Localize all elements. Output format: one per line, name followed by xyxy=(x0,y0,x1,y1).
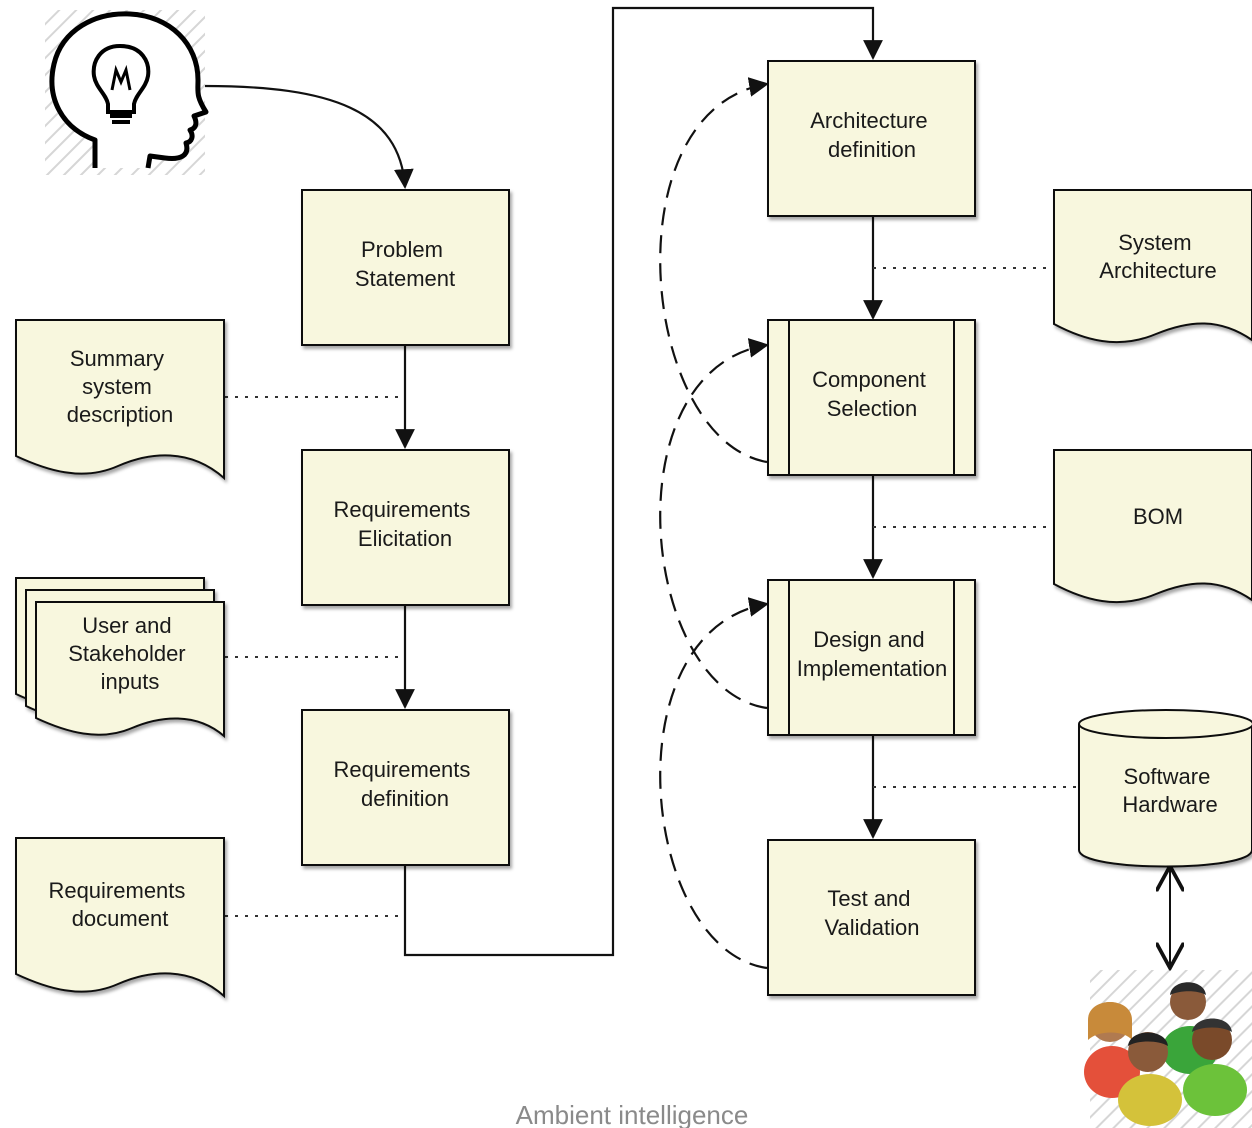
box-text-line: Requirements xyxy=(333,497,470,522)
document-bom xyxy=(1053,449,1252,604)
box-text-line: Implementation xyxy=(797,656,947,681)
doc-text-line: User and xyxy=(82,613,171,638)
box-text-line: Statement xyxy=(355,266,455,291)
box-text-line: Architecture xyxy=(810,108,927,133)
box-text-line: Requirements xyxy=(333,757,470,782)
doc-text-line: Architecture xyxy=(1099,258,1216,283)
svg-text:Summary system descrip: Summary system description xyxy=(67,346,173,427)
document-stack-user-stakeholder-inputs xyxy=(15,577,225,739)
svg-text:Software Hardware: Software Hardware xyxy=(1122,764,1217,817)
svg-text:System Architecture: System Architecture xyxy=(1099,230,1216,283)
svg-text:Component Selection: Component Selection xyxy=(812,367,932,421)
db-text-line: Software xyxy=(1124,764,1211,789)
document-summary-system-description xyxy=(15,319,225,481)
document-requirements-document xyxy=(15,837,225,999)
doc-text-line: System xyxy=(1118,230,1191,255)
process-box-architecture-definition xyxy=(767,60,976,217)
box-text-line: Selection xyxy=(827,396,918,421)
svg-text:Problem Statement: Problem Statement xyxy=(355,237,455,291)
doc-text-line: system xyxy=(82,374,152,399)
diagram-caption: Ambient intelligence xyxy=(516,1100,749,1128)
document-system-architecture xyxy=(1053,189,1252,344)
box-text-line: Problem xyxy=(361,237,443,262)
doc-text-line: description xyxy=(67,402,173,427)
connector-idea-to-problem xyxy=(204,84,414,189)
doc-text-line: Summary xyxy=(70,346,164,371)
doc-text-line: Requirements xyxy=(48,878,185,903)
svg-text:Requirements document: Requirements document xyxy=(48,878,191,931)
doc-text-line: Stakeholder xyxy=(68,641,185,666)
box-text-line: Test and xyxy=(827,886,910,911)
svg-text:Test and Validation: Test and Validation xyxy=(825,886,920,940)
doc-text-line: inputs xyxy=(101,669,160,694)
svg-text:User and Stakeholder i: User and Stakeholder inputs xyxy=(68,613,192,694)
process-box-component-selection xyxy=(767,319,976,476)
database-software-hardware xyxy=(1078,709,1252,868)
process-box-requirements-definition xyxy=(301,709,510,866)
feedback-component-to-architecture xyxy=(659,77,769,464)
svg-text:Architecture definition: Architecture definition xyxy=(810,108,934,162)
svg-text:Requirements Elicitation: Requirements Elicitation xyxy=(333,497,476,551)
box-text-line: Design and xyxy=(813,627,924,652)
feedback-test-to-design xyxy=(659,597,769,970)
process-box-problem-statement xyxy=(301,189,510,346)
box-text-line: Validation xyxy=(825,915,920,940)
box-text-line: Component xyxy=(812,367,926,392)
process-box-design-implementation xyxy=(767,579,976,736)
feedback-design-to-component xyxy=(659,338,769,710)
box-text-line: definition xyxy=(828,137,916,162)
box-text-line: Elicitation xyxy=(358,526,452,551)
svg-text:Design and Implementation: Design and Implementation xyxy=(797,627,947,681)
db-text-line: Hardware xyxy=(1122,792,1217,817)
feedback-loops xyxy=(659,77,769,970)
doc-text-line: BOM xyxy=(1133,504,1183,529)
process-box-requirements-elicitation xyxy=(301,449,510,606)
association-lines xyxy=(225,267,1078,917)
box-text-line: definition xyxy=(361,786,449,811)
doc-text-line: document xyxy=(72,906,169,931)
process-box-test-validation xyxy=(767,839,976,996)
user-group-icon xyxy=(1084,970,1252,1128)
head-with-lightbulb-icon xyxy=(45,10,209,175)
connector-definition-to-architecture xyxy=(403,6,883,957)
svg-text:BOM: BOM xyxy=(1133,504,1183,529)
svg-text:Requirements definition: Requirements definition xyxy=(333,757,476,811)
